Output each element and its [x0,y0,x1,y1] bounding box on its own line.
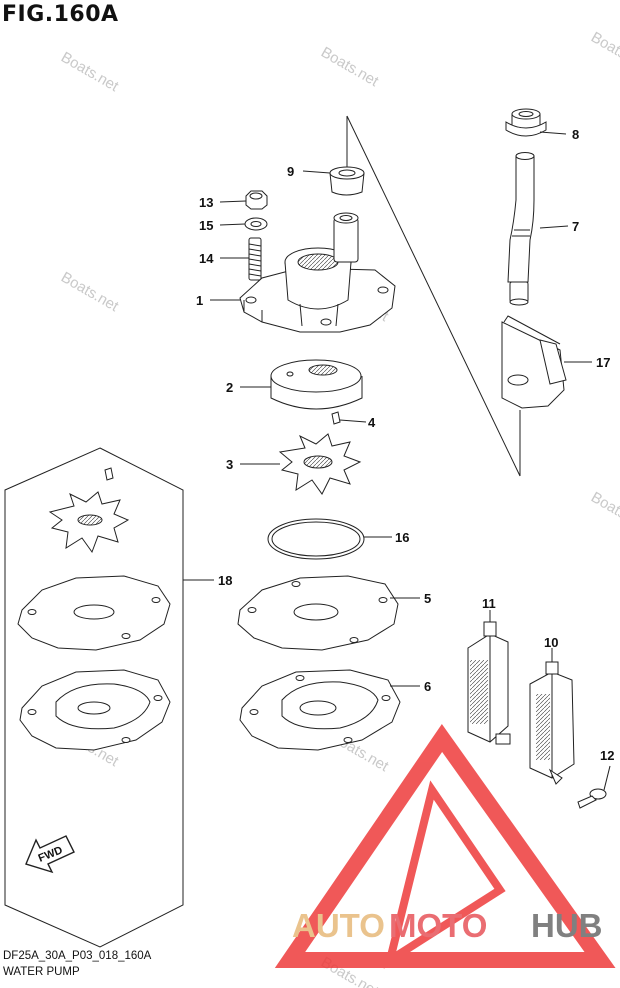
part-6-plate [239,669,401,751]
fwd-arrow-icon: FWD [25,835,75,874]
callout-17: 17 [596,355,610,370]
brand-triangle-icon [274,724,616,968]
callout-8: 8 [572,127,579,142]
part-15-washer [244,217,268,231]
watermark-text: Boats.net [58,269,122,316]
part-9-bushing [329,166,365,196]
part-1-pump-housing [239,212,396,333]
brand-text-auto: AUTO [292,907,385,944]
part-17-bracket [501,315,567,409]
callout-6: 6 [424,679,431,694]
part-12-screw [577,788,607,809]
callout-1: 1 [196,293,203,308]
callout-16: 16 [395,530,409,545]
callout-2: 2 [226,380,233,395]
callout-9: 9 [287,164,294,179]
callout-7: 7 [572,219,579,234]
part-13-nut [245,190,268,210]
part-16-o-ring [267,518,365,560]
part-7-water-tube [507,152,535,306]
callout-10: 10 [544,635,558,650]
callout-3: 3 [226,457,233,472]
figure-title: FIG.160A [2,2,119,27]
brand-inner-mark-icon [383,780,506,969]
callout-12: 12 [600,748,614,763]
brand-text-hub: HUB [531,907,603,944]
callout-18: 18 [218,573,232,588]
callout-numbers: 1 2 3 4 5 6 7 8 9 10 11 12 13 15 14 16 1… [196,127,614,763]
callout-13: 13 [199,195,213,210]
part-10-strainer [529,661,575,785]
callout-14: 14 [199,251,214,266]
part-2-liner [270,359,363,410]
callout-11: 11 [482,596,496,611]
part-14-stud [248,237,262,281]
part-8-grommet [505,108,547,137]
callout-4: 4 [368,415,376,430]
watermark-text: Boats.net [588,29,620,76]
figure-name: WATER PUMP [3,966,80,978]
watermark-text: Boats.net [58,49,122,96]
watermark-text: Boats.net [318,44,382,91]
leader-lines [183,131,611,791]
callout-5: 5 [424,591,431,606]
brand-text-moto: MOTO [389,907,487,944]
brand-logo: AUTO MOTO HUB [274,724,616,969]
part-4-key [331,411,341,425]
part-3-impeller [278,433,362,495]
part-18-repair-kit [4,447,184,948]
figure-code: DF25A_30A_P03_018_160A [3,950,152,962]
part-11-strainer [467,621,511,745]
guide-lines [346,115,521,477]
callout-14-15: 15 [199,218,213,233]
part-5-gasket [237,575,399,651]
watermark-text: Boats.net [588,489,620,536]
